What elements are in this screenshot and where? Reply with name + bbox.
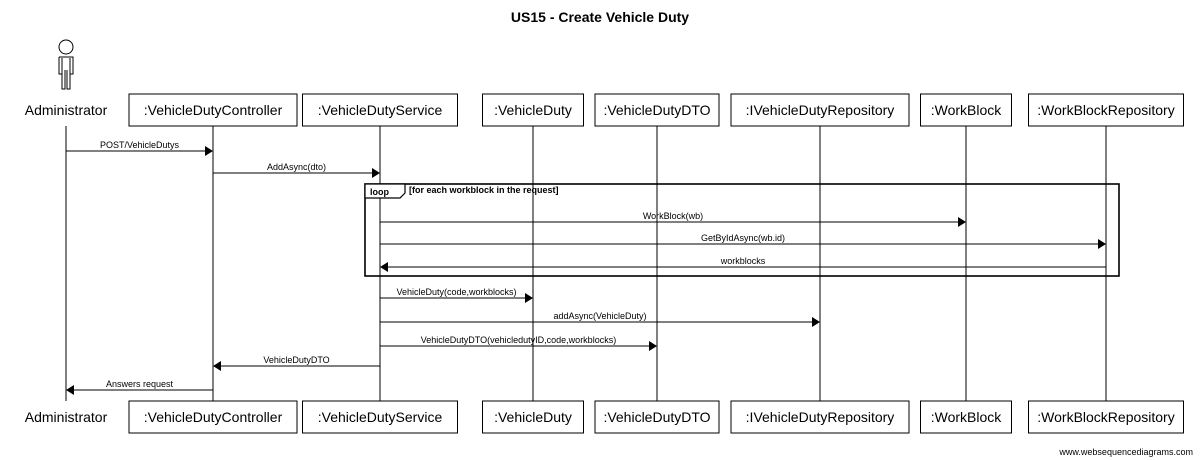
participant-box: [730, 400, 910, 434]
participant-service-top: :VehicleDutyService: [302, 93, 458, 127]
message-label: GetByIdAsync(wb.id): [701, 233, 785, 243]
participant-workblock-top: :WorkBlock: [920, 93, 1012, 127]
message-3: WorkBlock(wb): [380, 211, 966, 227]
message-7: addAsync(VehicleDuty): [380, 311, 820, 327]
participant-vehicleduty-bottom: :VehicleDuty: [482, 400, 584, 434]
participant-controller-top: :VehicleDutyController: [128, 93, 298, 127]
participant-service-bottom: :VehicleDutyService: [302, 400, 458, 434]
participant-label: :VehicleDuty: [494, 102, 572, 118]
loop-fragment: loop [for each workblock in the request]: [364, 183, 1120, 277]
participant-box: [482, 400, 584, 434]
participant-label: :VehicleDutyDTO: [603, 409, 710, 425]
arrowhead-icon: [649, 341, 657, 351]
participants: AdministratorAdministrator:VehicleDutyCo…: [25, 39, 1184, 434]
message-label: VehicleDutyDTO: [263, 355, 329, 365]
participant-controller-bottom: :VehicleDutyController: [128, 400, 298, 434]
message-label: AddAsync(dto): [267, 162, 326, 172]
loop-frame: [364, 183, 1120, 277]
participant-box: [128, 93, 298, 127]
actor-head: [58, 39, 74, 55]
participant-administrator-top: Administrator: [25, 39, 108, 118]
message-2: AddAsync(dto): [213, 162, 380, 178]
participant-box: [302, 400, 458, 434]
fragments: loop [for each workblock in the request]: [364, 183, 1120, 277]
message-label: addAsync(VehicleDuty): [553, 311, 646, 321]
message-1: POST/VehicleDutys: [66, 140, 213, 156]
participant-label: :WorkBlock: [931, 409, 1003, 425]
lifelines: [65, 126, 1107, 401]
participant-wbrepo-bottom: :WorkBlockRepository: [1028, 400, 1184, 434]
participant-dto-top: :VehicleDutyDTO: [594, 93, 720, 127]
participant-wbrepo-top: :WorkBlockRepository: [1028, 93, 1184, 127]
loop-tag: [364, 183, 406, 199]
participant-label: :VehicleDuty: [494, 409, 572, 425]
arrowhead-icon: [380, 262, 388, 272]
participant-repo-top: :IVehicleDutyRepository: [730, 93, 910, 127]
participant-box: [128, 400, 298, 434]
arrowhead-icon: [372, 168, 380, 178]
actor-icon: [58, 39, 74, 90]
arrowhead-icon: [1098, 239, 1106, 249]
actor-body: [58, 56, 74, 90]
arrowhead-icon: [958, 217, 966, 227]
message-label: POST/VehicleDutys: [100, 140, 180, 150]
diagram-title: US15 - Create Vehicle Duty: [511, 9, 689, 25]
message-label: VehicleDutyDTO(vehicledutyID,code,workbl…: [421, 335, 616, 345]
message-label: workblocks: [720, 256, 766, 266]
participant-box: [302, 93, 458, 127]
arrowhead-icon: [812, 317, 820, 327]
participant-vehicleduty-top: :VehicleDuty: [482, 93, 584, 127]
participant-box: [482, 93, 584, 127]
participant-label: Administrator: [25, 409, 108, 425]
participant-label: Administrator: [25, 102, 108, 118]
participant-box: [730, 93, 910, 127]
message-4: GetByIdAsync(wb.id): [380, 233, 1106, 249]
message-label: WorkBlock(wb): [643, 211, 703, 221]
participant-administrator-bottom: Administrator: [25, 409, 108, 425]
participant-box: [594, 400, 720, 434]
arrowhead-icon: [66, 385, 74, 395]
participant-label: :VehicleDutyService: [318, 102, 443, 118]
participant-label: :VehicleDutyService: [318, 409, 443, 425]
participant-workblock-bottom: :WorkBlock: [920, 400, 1012, 434]
arrowhead-icon: [205, 146, 213, 156]
loop-condition: [for each workblock in the request]: [409, 185, 559, 195]
participant-box: [1028, 400, 1184, 434]
arrowhead-icon: [525, 293, 533, 303]
message-10: Answers request: [66, 379, 213, 395]
participant-repo-bottom: :IVehicleDutyRepository: [730, 400, 910, 434]
footer-credit: www.websequencediagrams.com: [1058, 447, 1193, 457]
participant-label: :IVehicleDutyRepository: [746, 409, 895, 425]
message-5: workblocks: [380, 256, 1106, 272]
participant-dto-bottom: :VehicleDutyDTO: [594, 400, 720, 434]
message-label: Answers request: [106, 379, 174, 389]
participant-label: :WorkBlockRepository: [1037, 102, 1174, 118]
participant-box: [920, 400, 1012, 434]
participant-label: :VehicleDutyController: [144, 102, 283, 118]
participant-box: [920, 93, 1012, 127]
arrowhead-icon: [213, 361, 221, 371]
participant-label: :VehicleDutyDTO: [603, 102, 710, 118]
participant-label: :VehicleDutyController: [144, 409, 283, 425]
participant-label: :WorkBlockRepository: [1037, 409, 1174, 425]
participant-label: :IVehicleDutyRepository: [746, 102, 895, 118]
message-6: VehicleDuty(code,workblocks): [380, 287, 533, 303]
participant-box: [1028, 93, 1184, 127]
message-label: VehicleDuty(code,workblocks): [396, 287, 516, 297]
message-9: VehicleDutyDTO: [213, 355, 380, 371]
participant-box: [594, 93, 720, 127]
message-8: VehicleDutyDTO(vehicledutyID,code,workbl…: [380, 335, 657, 351]
loop-keyword: loop: [370, 187, 389, 197]
participant-label: :WorkBlock: [931, 102, 1003, 118]
